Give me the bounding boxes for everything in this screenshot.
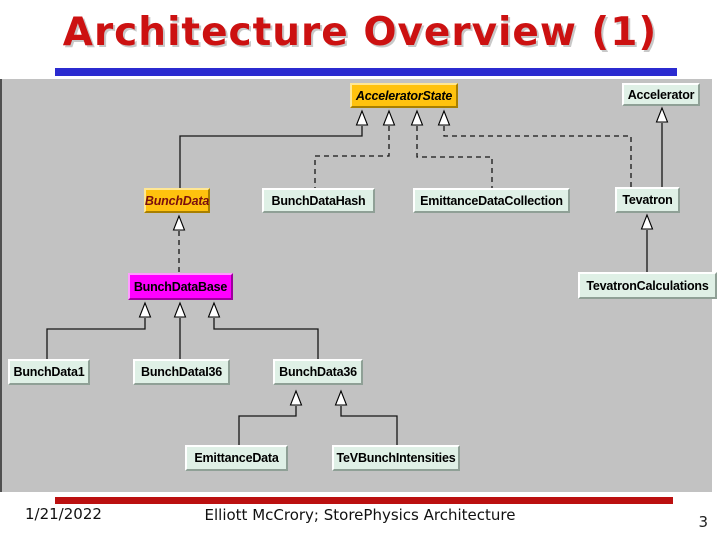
edge-tev-bunch-intensities-to-bunch-data-36 bbox=[340, 406, 398, 445]
generalization-arrow-icon bbox=[437, 109, 451, 126]
class-node-emittance-data-collection: EmittanceDataCollection bbox=[413, 188, 570, 213]
edge-bunch-data-36-to-bunch-data-base bbox=[213, 318, 319, 359]
class-node-bunch-data-1: BunchData1 bbox=[8, 359, 90, 385]
title-underline-rule bbox=[55, 68, 677, 76]
generalization-arrow-icon bbox=[382, 109, 396, 126]
footer-date: 1/21/2022 bbox=[25, 505, 102, 523]
generalization-arrow-icon bbox=[655, 106, 669, 123]
page-number: 3 bbox=[698, 513, 708, 531]
footer-credit: Elliott McCrory; StorePhysics Architectu… bbox=[204, 506, 516, 524]
class-node-bunch-data-36: BunchData36 bbox=[273, 359, 363, 385]
class-node-bunch-data-hash: BunchDataHash bbox=[262, 188, 375, 213]
class-node-bunch-data: BunchData bbox=[144, 188, 210, 213]
class-node-tevatron-calculations: TevatronCalculations bbox=[578, 272, 717, 299]
class-node-tevatron: Tevatron bbox=[615, 187, 680, 213]
generalization-arrow-icon bbox=[173, 301, 187, 318]
diagram-edges bbox=[46, 106, 669, 445]
edge-tevatron-to-accelerator-state bbox=[443, 126, 632, 187]
class-node-accelerator: Accelerator bbox=[622, 83, 700, 106]
generalization-arrow-icon bbox=[640, 213, 654, 230]
class-node-accelerator-state: AcceleratorState bbox=[350, 83, 458, 108]
generalization-arrow-icon bbox=[410, 109, 424, 126]
generalization-arrow-icon bbox=[334, 389, 348, 406]
generalization-arrow-icon bbox=[355, 109, 369, 126]
generalization-arrow-icon bbox=[138, 301, 152, 318]
generalization-arrow-icon bbox=[289, 389, 303, 406]
class-node-bunch-data-base: BunchDataBase bbox=[128, 273, 233, 300]
class-node-tev-bunch-intensities: TeVBunchIntensities bbox=[332, 445, 460, 471]
footer-rule bbox=[55, 497, 673, 504]
edge-bunch-data-hash-to-accelerator-state bbox=[314, 126, 390, 188]
class-node-bunch-data-i36: BunchDataI36 bbox=[133, 359, 230, 385]
generalization-arrow-icon bbox=[172, 214, 186, 231]
edge-bunch-data-1-to-bunch-data-base bbox=[46, 318, 146, 359]
edge-emittance-data-collection-to-accelerator-state bbox=[416, 126, 493, 188]
edge-emittance-data-to-bunch-data-36 bbox=[238, 406, 297, 445]
class-node-emittance-data: EmittanceData bbox=[185, 445, 288, 471]
slide-title: Architecture Overview (1) bbox=[62, 10, 658, 55]
edge-bunch-data-to-accelerator-state bbox=[179, 126, 363, 188]
generalization-arrow-icon bbox=[207, 301, 221, 318]
